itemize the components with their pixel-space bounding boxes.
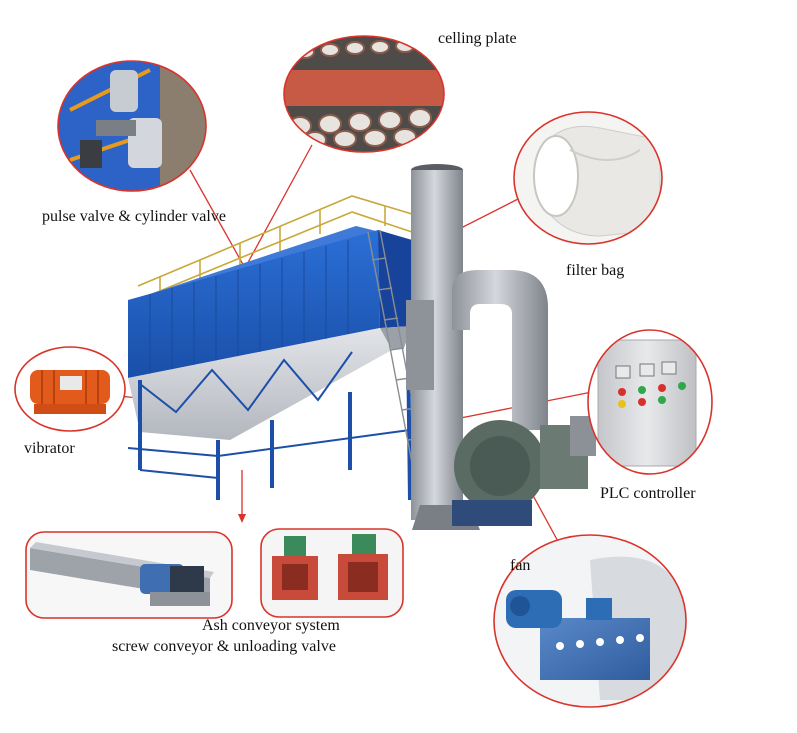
main-fan	[452, 416, 596, 526]
down-arrow	[238, 470, 246, 523]
duct-elbow	[452, 270, 548, 430]
label-ash-conveyor: Ash conveyor system	[202, 617, 340, 634]
label-pulse-valve: pulse valve & cylinder valve	[42, 208, 226, 225]
blue-casing	[128, 230, 380, 378]
label-vibrator: vibrator	[24, 440, 75, 457]
label-screw-conveyor: screw conveyor & unloading valve	[112, 638, 336, 655]
casing-side	[378, 230, 412, 328]
ash-hopper	[128, 328, 392, 440]
callout-fan	[493, 534, 687, 708]
dust-collector-machine	[127, 164, 596, 530]
label-celling-plate: celling plate	[438, 30, 517, 47]
label-fan: fan	[510, 557, 531, 574]
callout-screw-conveyor	[25, 531, 233, 619]
callout-filter-bag	[513, 111, 663, 245]
top-railing	[137, 195, 413, 301]
callout-plc-controller	[587, 329, 713, 475]
callout-unloading-valve	[260, 528, 404, 618]
callout-celling-plate	[283, 35, 445, 153]
label-filter-bag: filter bag	[566, 262, 625, 279]
callout-pulse-valve	[57, 60, 207, 192]
label-plc-controller: PLC controller	[600, 485, 696, 502]
hopper-bracing	[139, 351, 353, 414]
callout-vibrator	[14, 346, 126, 432]
support-frame	[127, 339, 412, 501]
casing-ribs	[149, 240, 349, 374]
